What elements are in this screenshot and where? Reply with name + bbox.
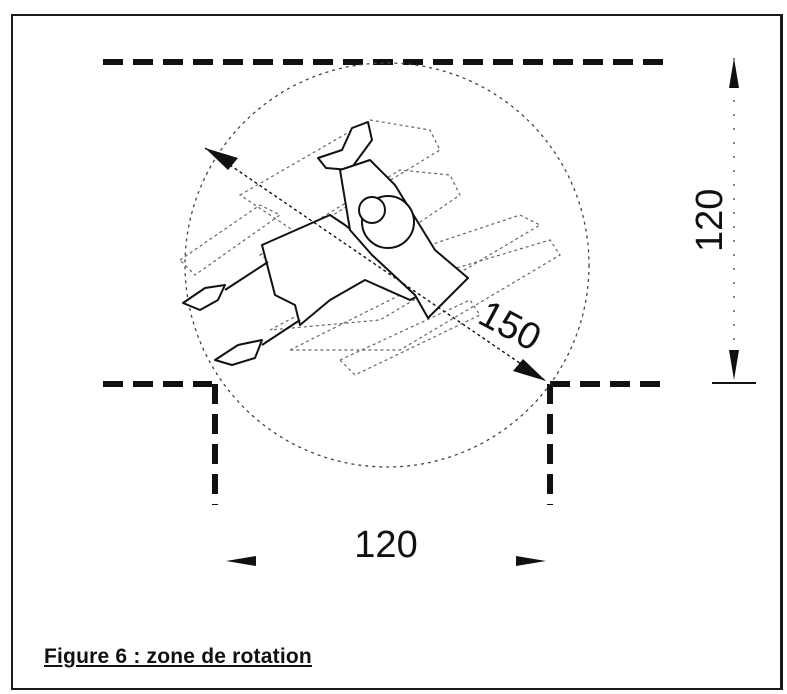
diameter-label: 150: [472, 293, 548, 360]
height-dimension: 120: [689, 58, 756, 384]
diameter-arrowhead-end: [513, 359, 546, 381]
diameter-dimension-line: [204, 147, 547, 382]
turning-circle: [184, 62, 590, 468]
width-arrowhead-left: [226, 556, 256, 566]
width-arrowhead-right: [516, 556, 546, 566]
width-dimension: 120: [226, 524, 546, 566]
height-arrowhead-bottom: [729, 350, 739, 380]
corridor-outline: [103, 59, 664, 505]
figure-caption: Figure 6 : zone de rotation: [44, 645, 312, 668]
height-label: 120: [689, 189, 731, 252]
figure-frame: [11, 14, 783, 690]
wheelchair-user-icon: [182, 121, 469, 366]
diameter-arrowhead-start: [205, 148, 238, 170]
height-arrowhead-top: [729, 58, 739, 88]
width-label: 120: [354, 524, 417, 566]
